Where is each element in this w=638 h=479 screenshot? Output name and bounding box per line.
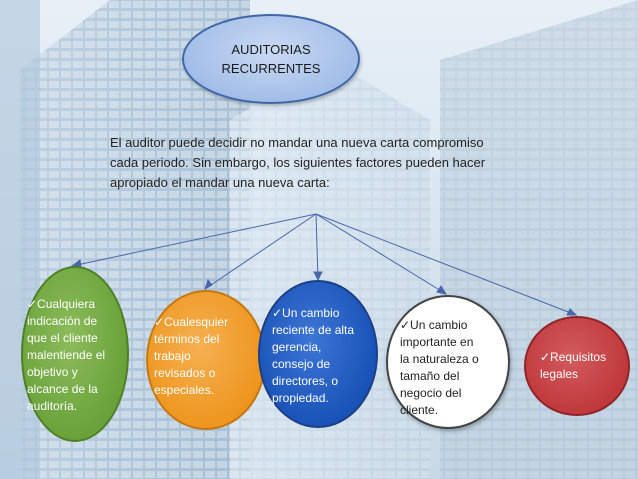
- factor-text-4: ✓Un cambio importante en la naturaleza o…: [400, 317, 496, 419]
- intro-line-2: cada periodo. Sin embargo, los siguiente…: [110, 155, 486, 170]
- factor-4-line-4: tamaño del: [400, 369, 460, 383]
- factor-1-line-4: malentiende el: [27, 348, 106, 362]
- factor-1-line-1: ✓Cualquiera: [27, 297, 96, 311]
- title-line-2: RECURRENTES: [221, 61, 321, 76]
- intro-paragraph: El auditor puede decidir no mandar una n…: [110, 133, 546, 193]
- factor-2-line-5: especiales.: [154, 383, 215, 397]
- factor-1-line-6: alcance de la: [27, 382, 98, 396]
- factor-3-line-4: consejo de: [272, 357, 331, 371]
- title-ellipse: AUDITORIAS RECURRENTES: [182, 14, 360, 104]
- intro-line-3: apropiado el mandar una nueva carta:: [110, 175, 330, 190]
- factor-4-line-5: negocio del: [400, 386, 462, 400]
- factor-text-2: ✓Cualesquier términos del trabajo revisa…: [154, 314, 250, 399]
- intro-line-1: El auditor puede decidir no mandar una n…: [110, 135, 484, 150]
- factor-text-1: ✓Cualquiera indicación de que el cliente…: [27, 296, 119, 415]
- factor-3-line-2: reciente de alta: [272, 323, 355, 337]
- factor-circle-4: [386, 295, 510, 429]
- factor-3-line-5: directores, o: [272, 374, 339, 388]
- factor-5-line-2: legales: [540, 367, 579, 381]
- factor-text-5: ✓Requisitos legales: [540, 349, 620, 383]
- title-text: AUDITORIAS RECURRENTES: [222, 40, 321, 78]
- factor-circle-1: [21, 266, 129, 442]
- factor-1-line-7: auditoría.: [27, 399, 78, 413]
- factor-text-3: ✓Un cambio reciente de alta gerencia, co…: [272, 305, 366, 407]
- factor-circle-5: [524, 316, 630, 416]
- factor-2-line-1: ✓Cualesquier: [154, 315, 229, 329]
- factor-5-line-1: ✓Requisitos: [540, 350, 607, 364]
- title-line-1: AUDITORIAS: [231, 42, 311, 57]
- factor-2-line-2: términos del: [154, 332, 220, 346]
- factor-4-line-6: cliente.: [400, 403, 439, 417]
- factor-1-line-3: que el cliente: [27, 331, 98, 345]
- factor-circle-3: [258, 280, 378, 428]
- factor-1-line-2: indicación de: [27, 314, 98, 328]
- factor-4-line-1: ✓Un cambio: [400, 318, 468, 332]
- factor-1-line-5: objetivo y: [27, 365, 78, 379]
- factor-4-line-2: importante en: [400, 335, 474, 349]
- factor-2-line-3: trabajo: [154, 349, 191, 363]
- factor-4-line-3: la naturaleza o: [400, 352, 479, 366]
- factor-2-line-4: revisados o: [154, 366, 216, 380]
- factor-3-line-1: ✓Un cambio: [272, 306, 340, 320]
- factor-3-line-3: gerencia,: [272, 340, 322, 354]
- factor-3-line-6: propiedad.: [272, 391, 329, 405]
